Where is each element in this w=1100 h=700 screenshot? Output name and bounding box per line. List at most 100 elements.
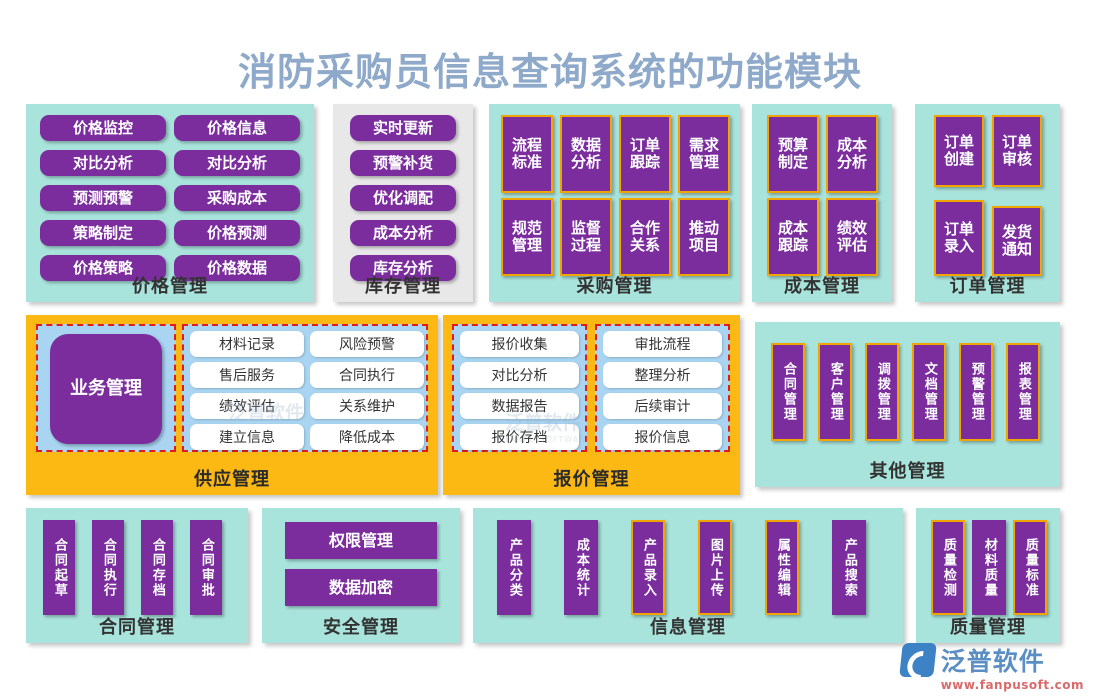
chip-price-info[interactable]: 价格信息 <box>174 115 300 141</box>
chip-data-report[interactable]: 数据报告 <box>460 393 579 419</box>
group-order-management: 订单创建 订单审核 订单录入 发货通知 订单管理 <box>915 104 1060 302</box>
group-title-cost: 成本管理 <box>784 276 860 297</box>
chip-establish-info[interactable]: 建立信息 <box>190 424 304 450</box>
panel-quote-right: 审批流程 整理分析 后续审计 报价信息 <box>595 324 730 452</box>
chip-contract-execution[interactable]: 合同执行 <box>310 362 424 388</box>
chip-promote-project[interactable]: 推动项目 <box>678 198 730 276</box>
logo-url: www.fanpusoft.com <box>940 678 1084 692</box>
chip-price-data[interactable]: 价格数据 <box>174 255 300 281</box>
chip-quality-inspection[interactable]: 质量检测 <box>931 520 965 615</box>
chip-compare-analysis-1[interactable]: 对比分析 <box>40 150 166 176</box>
chip-inventory-analysis[interactable]: 库存分析 <box>350 255 456 281</box>
chip-permission-mgmt[interactable]: 权限管理 <box>285 522 437 559</box>
chip-transfer-mgmt[interactable]: 调拨管理 <box>865 343 899 441</box>
chip-cooperation-relation[interactable]: 合作关系 <box>619 198 671 276</box>
page-title: 消防采购员信息查询系统的功能模块 <box>237 50 862 94</box>
group-procurement-management: 流程标准 数据分析 订单跟踪 需求管理 规范管理 监督过程 合作关系 推动项目 … <box>489 104 740 302</box>
chip-quote-archive[interactable]: 报价存档 <box>460 424 579 450</box>
chip-approval-process[interactable]: 审批流程 <box>603 331 722 357</box>
group-title-other: 其他管理 <box>869 461 946 482</box>
chip-contract-archive[interactable]: 合同存档 <box>141 520 173 615</box>
chip-price-strategy[interactable]: 价格策略 <box>40 255 166 281</box>
group-title-quality: 质量管理 <box>950 617 1026 638</box>
chip-supervision-process[interactable]: 监督过程 <box>560 198 612 276</box>
panel-quote-left: 报价收集 对比分析 数据报告 报价存档 <box>452 324 587 452</box>
chip-product-entry[interactable]: 产品录入 <box>631 520 665 615</box>
group-title-security: 安全管理 <box>323 617 399 638</box>
chip-data-analysis[interactable]: 数据分析 <box>560 115 612 193</box>
chip-warning-mgmt[interactable]: 预警管理 <box>959 343 993 441</box>
group-information-management: 产品分类 成本统计 产品录入 图片上传 属性编辑 产品搜索 信息管理 <box>473 508 903 643</box>
group-contract-management: 合同起草 合同执行 合同存档 合同审批 合同管理 <box>26 508 248 643</box>
chip-performance-evaluation[interactable]: 绩效评估 <box>826 198 878 276</box>
chip-cost-statistics[interactable]: 成本统计 <box>564 520 598 615</box>
panel-business-hub: 业务管理 <box>36 324 176 452</box>
chip-order-tracking[interactable]: 订单跟踪 <box>619 115 671 193</box>
chip-relation-maintain[interactable]: 关系维护 <box>310 393 424 419</box>
chip-compare-analysis-2[interactable]: 对比分析 <box>174 150 300 176</box>
group-title-contract: 合同管理 <box>99 617 175 638</box>
chip-after-sales-service[interactable]: 售后服务 <box>190 362 304 388</box>
chip-standard-management[interactable]: 规范管理 <box>501 198 553 276</box>
group-quality-management: 质量检测 材料质量 质量标准 质量管理 <box>916 508 1060 643</box>
chip-shipping-notice[interactable]: 发货通知 <box>992 206 1042 276</box>
chip-document-mgmt[interactable]: 文档管理 <box>912 343 946 441</box>
chip-demand-management[interactable]: 需求管理 <box>678 115 730 193</box>
chip-product-category[interactable]: 产品分类 <box>497 520 531 615</box>
group-title-inventory: 库存管理 <box>365 276 441 297</box>
chip-quote-collect[interactable]: 报价收集 <box>460 331 579 357</box>
chip-risk-warning[interactable]: 风险预警 <box>310 331 424 357</box>
brand-logo: 泛普软件 www.fanpusoft.com <box>898 642 1084 692</box>
chip-cost-analysis[interactable]: 成本分析 <box>350 220 456 246</box>
group-quote-management: 报价收集 对比分析 数据报告 报价存档 审批流程 整理分析 后续审计 报价信息 … <box>443 315 740 495</box>
chip-order-create[interactable]: 订单创建 <box>934 115 984 187</box>
chip-business-management[interactable]: 业务管理 <box>50 334 162 444</box>
group-supply-management: 业务管理 材料记录 风险预警 售后服务 合同执行 绩效评估 关系维护 建立信息 … <box>26 315 438 495</box>
chip-quote-compare[interactable]: 对比分析 <box>460 362 579 388</box>
group-title-procurement: 采购管理 <box>576 276 653 297</box>
chip-cost-analysis-2[interactable]: 成本分析 <box>826 115 878 193</box>
group-other-management: 合同管理 客户管理 调拨管理 文档管理 预警管理 报表管理 其他管理 <box>755 322 1060 487</box>
chip-quote-info[interactable]: 报价信息 <box>603 424 722 450</box>
chip-price-monitor[interactable]: 价格监控 <box>40 115 166 141</box>
logo-text: 泛普软件 <box>940 647 1045 676</box>
chip-realtime-update[interactable]: 实时更新 <box>350 115 456 141</box>
chip-optimize-allocation[interactable]: 优化调配 <box>350 185 456 211</box>
group-title-supply: 供应管理 <box>194 469 270 490</box>
chip-warning-restock[interactable]: 预警补货 <box>350 150 456 176</box>
chip-material-quality[interactable]: 材料质量 <box>972 520 1006 615</box>
chip-cost-tracking[interactable]: 成本跟踪 <box>767 198 819 276</box>
chip-budget-making[interactable]: 预算制定 <box>767 115 819 193</box>
chip-customer-mgmt[interactable]: 客户管理 <box>818 343 852 441</box>
chip-material-record[interactable]: 材料记录 <box>190 331 304 357</box>
group-title-order: 订单管理 <box>949 276 1026 297</box>
group-title-quote: 报价管理 <box>553 469 630 490</box>
group-inventory-management: 实时更新 预警补货 优化调配 成本分析 库存分析 库存管理 <box>333 104 473 302</box>
group-price-management: 价格监控 价格信息 对比分析 对比分析 预测预警 采购成本 策略制定 价格预测 … <box>26 104 314 302</box>
group-title-price: 价格管理 <box>132 276 208 297</box>
chip-contract-mgmt[interactable]: 合同管理 <box>771 343 805 441</box>
chip-order-entry[interactable]: 订单录入 <box>934 200 984 276</box>
chip-contract-draft[interactable]: 合同起草 <box>43 520 75 615</box>
chip-procurement-cost[interactable]: 采购成本 <box>174 185 300 211</box>
chip-attribute-edit[interactable]: 属性编辑 <box>765 520 799 615</box>
chip-price-forecast[interactable]: 价格预测 <box>174 220 300 246</box>
chip-contract-execute[interactable]: 合同执行 <box>92 520 124 615</box>
fanpu-logo-icon <box>898 643 937 677</box>
chip-order-review[interactable]: 订单审核 <box>992 115 1042 187</box>
chip-forecast-warning[interactable]: 预测预警 <box>40 185 166 211</box>
chip-performance-eval[interactable]: 绩效评估 <box>190 393 304 419</box>
chip-process-standard[interactable]: 流程标准 <box>501 115 553 193</box>
chip-report-mgmt[interactable]: 报表管理 <box>1006 343 1040 441</box>
chip-quality-standard[interactable]: 质量标准 <box>1013 520 1047 615</box>
chip-image-upload[interactable]: 图片上传 <box>698 520 732 615</box>
chip-sorting-analysis[interactable]: 整理分析 <box>603 362 722 388</box>
chip-follow-up-audit[interactable]: 后续审计 <box>603 393 722 419</box>
chip-strategy-making[interactable]: 策略制定 <box>40 220 166 246</box>
chip-product-search[interactable]: 产品搜索 <box>832 520 866 615</box>
chip-data-encryption[interactable]: 数据加密 <box>285 569 437 606</box>
group-title-information: 信息管理 <box>650 617 726 638</box>
chip-reduce-cost[interactable]: 降低成本 <box>310 424 424 450</box>
chip-contract-approve[interactable]: 合同审批 <box>190 520 222 615</box>
